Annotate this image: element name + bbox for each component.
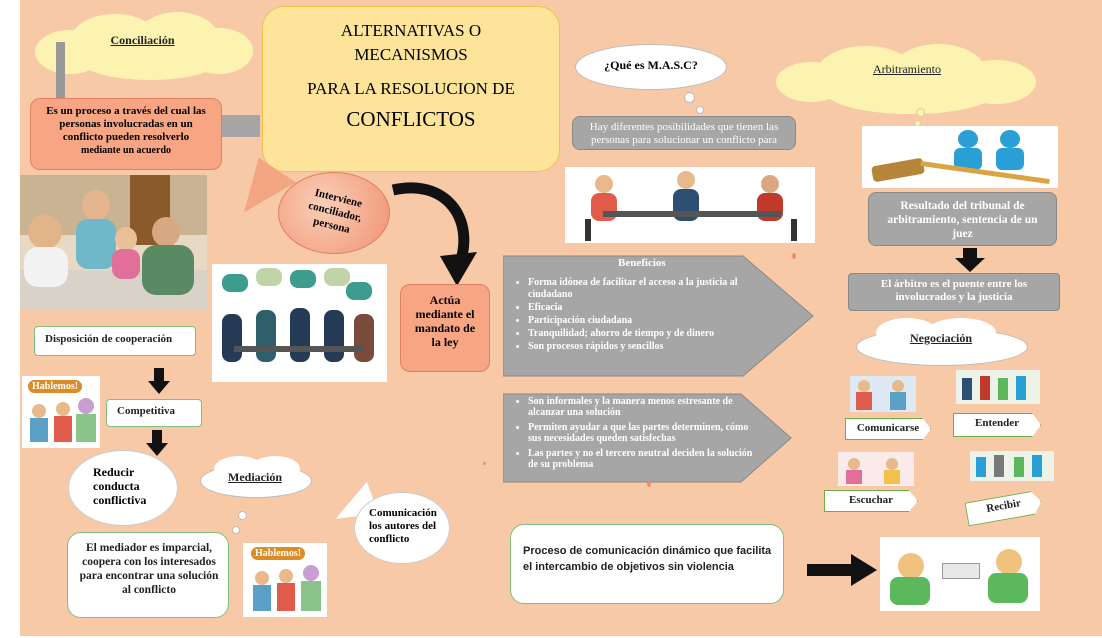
disposicion-box: Disposición de cooperación [34, 326, 196, 356]
competitiva-text: Competitiva [117, 405, 176, 417]
arbitramiento-title: Arbitramiento [873, 62, 941, 76]
beneficio-item: Participación ciudadana [528, 315, 764, 327]
curved-arrow [391, 182, 477, 286]
hablemos-label-1: Hablemos! [28, 380, 83, 393]
caracteristicas-arrow-shape [503, 393, 792, 483]
arbitro-text: El árbitro es el puente entre los involu… [880, 278, 1028, 303]
resultado-text: Resultado del tribunal de arbitramiento,… [887, 200, 1038, 240]
mediador-text: El mediador es imparcial, coopera con lo… [79, 542, 219, 596]
title-line-1: ALTERNATIVAS O [340, 21, 482, 40]
comunicacion-bubble: Comunicación los autores del conflicto [354, 492, 450, 564]
negociacion-illustration-1 [850, 376, 916, 412]
beneficio-item: Eficacia [528, 302, 764, 314]
interviene-text: Interviene conciliador, persona [307, 186, 364, 236]
conciliacion-title: Conciliación [110, 33, 175, 47]
mediacion-dot-2 [232, 526, 240, 534]
title-line-3: PARA LA RESOLUCION DE [307, 79, 515, 98]
deco-dot [792, 253, 796, 259]
mind-map-canvas: ALTERNATIVAS O MECANISMOS PARA LA RESOLU… [20, 0, 1102, 636]
title-line-4: CONFLICTOS [346, 107, 476, 131]
page-margin [0, 0, 20, 638]
meeting-illustration [212, 264, 387, 382]
down-arrow-1 [148, 368, 170, 394]
negociacion-cloud: Negociación [856, 318, 1028, 366]
masc-answer-box: Hay diferentes posibilidades que tienen … [572, 116, 796, 150]
beneficios-list: Forma idónea de facilitar el acceso a la… [506, 277, 764, 353]
arbitramiento-cloud: Arbitramiento [776, 40, 1038, 116]
proceso-text: Proceso de comunicación dinámico que fac… [523, 545, 772, 573]
arbitro-box: El árbitro es el puente entre los involu… [848, 273, 1060, 311]
negociacion-illustration-4 [970, 451, 1054, 481]
mediacion-cloud: Mediación [200, 456, 312, 498]
gavel-illustration [862, 126, 1058, 188]
caracteristica-item: Permiten ayudar a que las partes determi… [528, 422, 758, 444]
masc-bubble: ¿Qué es M.A.S.C? [575, 44, 727, 90]
competitiva-box: Competitiva [106, 399, 202, 427]
hablemos-illustration-2: Hablemos! [243, 543, 327, 617]
recibir-label: Recibir [964, 490, 1043, 527]
caracteristicas-content: Son informales y la manera menos estresa… [506, 396, 758, 471]
interviene-bubble: Interviene conciliador, persona [278, 172, 390, 254]
family-illustration [20, 175, 207, 309]
down-arrow-3 [955, 248, 985, 272]
right-arrow [807, 554, 877, 586]
mediador-box: El mediador es imparcial, coopera con lo… [67, 532, 229, 618]
entender-text: Entender [975, 417, 1019, 429]
definition-main: Es un proceso a través del cual las pers… [46, 105, 206, 143]
comunicarse-label: Comunicarse [845, 418, 931, 440]
masc-dot-1 [684, 92, 695, 103]
escuchar-label: Escuchar [824, 490, 918, 512]
comunicarse-text: Comunicarse [856, 422, 920, 434]
beneficio-item: Son procesos rápidos y sencillos [528, 341, 764, 353]
reducir-ellipse: Reducir conducta conflictiva [68, 450, 178, 526]
reducir-text: Reducir conducta conflictiva [93, 465, 147, 507]
masc-dot-2 [696, 106, 704, 114]
deco-dot [647, 481, 651, 487]
hablemos-label-2: Hablemos! [251, 547, 306, 560]
caracteristicas-list: Son informales y la manera menos estresa… [506, 396, 758, 470]
definition-tail: mediante un acuerdo [81, 145, 171, 156]
beneficios-arrow-shape [503, 255, 814, 377]
disposicion-text: Disposición de cooperación [45, 333, 173, 345]
vertical-bar [56, 42, 65, 112]
beneficios-content: Beneficios Forma idónea de facilitar el … [506, 257, 764, 354]
negociacion-title: Negociación [910, 331, 972, 345]
title-box: ALTERNATIVAS O MECANISMOS PARA LA RESOLU… [262, 6, 560, 172]
beneficio-item: Tranquilidad; ahorro de tiempo y de dine… [528, 328, 764, 340]
deco-dot [483, 462, 486, 465]
caracteristica-item: Las partes y no el tercero neutral decid… [528, 448, 758, 470]
negociacion-illustration-3 [838, 452, 914, 486]
beneficio-item: Forma idónea de facilitar el acceso a la… [528, 277, 764, 301]
negociacion-illustration-2 [956, 370, 1040, 404]
recibir-text: Recibir [985, 497, 1022, 515]
comunicacion-text: Comunicación los autores del conflicto [369, 507, 437, 545]
conciliacion-cloud: Conciliación [30, 10, 255, 82]
down-arrow-2 [146, 430, 168, 456]
mediacion-title: Mediación [228, 470, 282, 484]
actua-box: Actúa mediante el mandato de la ley [400, 284, 490, 372]
beneficios-title: Beneficios [618, 257, 666, 269]
mediacion-dot-1 [238, 511, 247, 520]
exchange-illustration [880, 537, 1040, 611]
escuchar-text: Escuchar [849, 494, 893, 506]
arbitramiento-dot-1 [916, 108, 925, 117]
actua-text: Actúa mediante el mandato de la ley [414, 293, 476, 349]
conciliacion-definition: Es un proceso a través del cual las pers… [30, 98, 222, 170]
masc-answer: Hay diferentes posibilidades que tienen … [589, 121, 779, 146]
title-line-2: MECANISMOS [354, 45, 468, 64]
caracteristica-item: Son informales y la manera menos estresa… [528, 396, 758, 418]
masc-question: ¿Qué es M.A.S.C? [604, 58, 698, 72]
resultado-box: Resultado del tribunal de arbitramiento,… [868, 192, 1057, 246]
business-meeting-illustration [565, 167, 815, 243]
proceso-box: Proceso de comunicación dinámico que fac… [510, 524, 784, 604]
hablemos-illustration-1: Hablemos! [22, 376, 100, 448]
entender-label: Entender [953, 413, 1041, 437]
